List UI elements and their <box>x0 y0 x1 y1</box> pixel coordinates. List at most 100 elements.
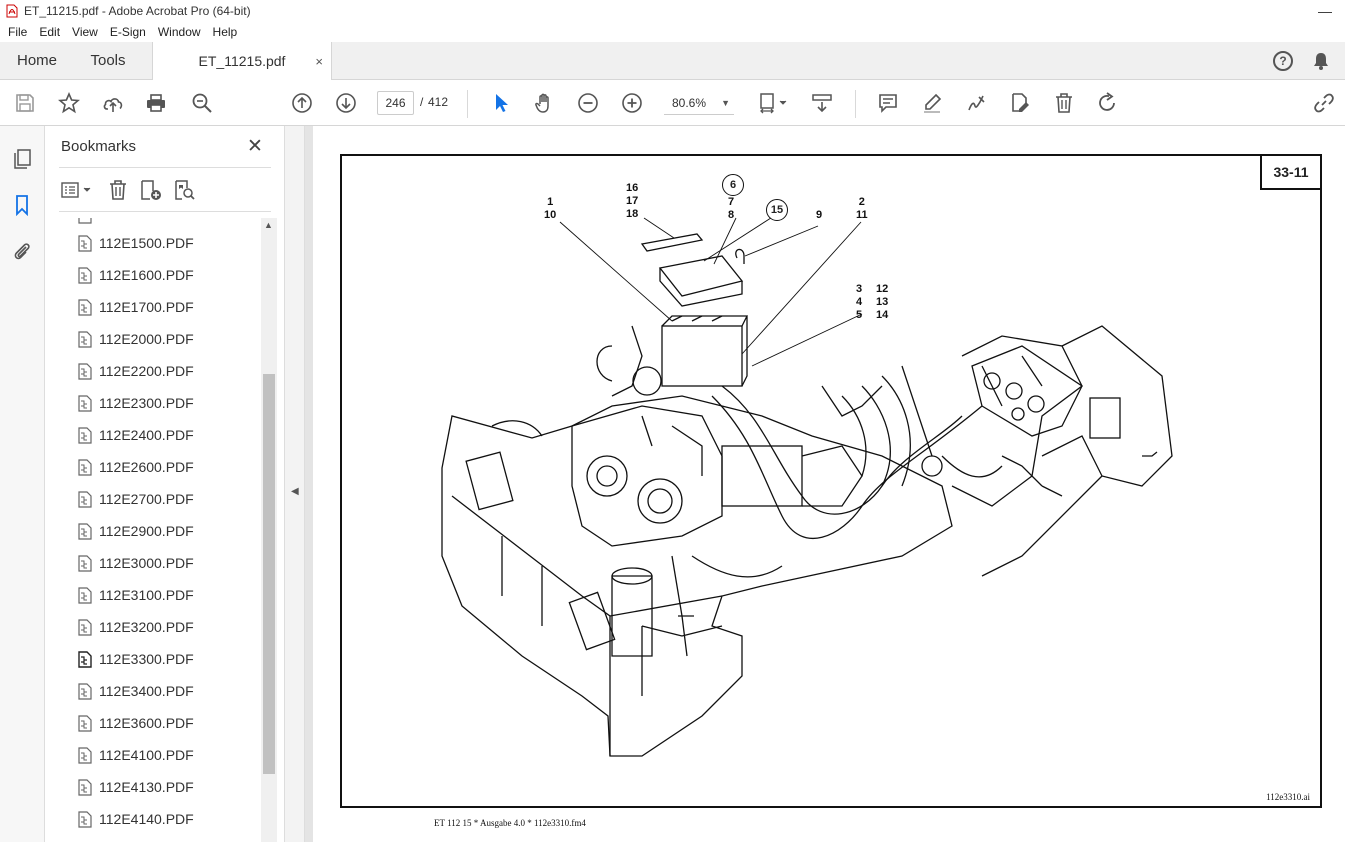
select-cursor-icon[interactable] <box>489 91 513 115</box>
menu-esign[interactable]: E-Sign <box>109 25 146 39</box>
menu-view[interactable]: View <box>72 25 98 39</box>
bookmark-item[interactable]: 112E1700.PDF <box>77 296 194 318</box>
bookmark-page-icon <box>78 362 92 380</box>
bookmark-item[interactable]: 112E3000.PDF <box>77 552 194 574</box>
scroll-up-icon[interactable]: ▲ <box>264 220 273 230</box>
menu-edit[interactable]: Edit <box>39 25 61 39</box>
callout-number: 16 <box>626 182 639 194</box>
print-icon[interactable] <box>144 91 168 115</box>
bookmark-scrollbar[interactable]: ▲ <box>261 218 277 842</box>
scrollbar-thumb[interactable] <box>263 374 275 774</box>
zoom-level-select[interactable]: 80.6% ▼ <box>664 91 734 115</box>
close-tab-icon[interactable]: × <box>315 54 323 69</box>
bookmark-item[interactable]: 112E4140.PDF <box>77 808 194 830</box>
draw-sign-icon[interactable] <box>964 91 988 115</box>
bookmark-item[interactable]: 112E2300.PDF <box>77 392 194 414</box>
bookmark-item[interactable]: 112E3100.PDF <box>77 584 194 606</box>
zoom-level-value: 80.6% <box>672 96 707 110</box>
bookmark-item[interactable]: 112E1500.PDF <box>77 232 194 254</box>
bookmark-item[interactable]: 112E3200.PDF <box>77 616 194 638</box>
page-fit-icon[interactable] <box>756 91 792 115</box>
bookmark-label: 112E2300.PDF <box>99 395 194 411</box>
callout-number: 1 <box>547 196 554 208</box>
notification-bell-icon[interactable] <box>1311 51 1331 71</box>
collapse-left-icon[interactable]: ◀ <box>291 486 299 497</box>
attachments-paperclip-icon[interactable] <box>11 240 33 262</box>
bookmark-star-icon[interactable] <box>57 91 81 115</box>
edit-pdf-icon[interactable] <box>1008 91 1032 115</box>
highlight-pen-icon[interactable] <box>920 91 944 115</box>
bookmark-label: 112E3000.PDF <box>99 555 194 571</box>
minimize-button[interactable]: — <box>1318 3 1332 19</box>
bookmark-label: 112E2200.PDF <box>99 363 194 379</box>
bookmark-item[interactable]: 112E2000.PDF <box>77 328 194 350</box>
bookmarks-panel-icon[interactable] <box>11 194 33 216</box>
bookmark-page-icon <box>78 810 92 828</box>
zoom-out-icon[interactable] <box>576 91 600 115</box>
tab-bar: Home Tools ET_11215.pdf × ? <box>0 42 1345 80</box>
bookmarks-toolbar <box>59 176 197 204</box>
panel-collapse-strip[interactable]: ◀ <box>285 126 305 842</box>
bookmark-item[interactable]: 112E2400.PDF <box>77 424 194 446</box>
bookmark-item[interactable]: 112E2700.PDF <box>77 488 194 510</box>
bookmark-page-icon <box>78 298 92 316</box>
delete-bookmark-icon[interactable] <box>107 179 129 201</box>
menu-file[interactable]: File <box>8 25 28 39</box>
callout-circle-15: 15 <box>766 199 788 221</box>
menu-help[interactable]: Help <box>212 25 238 39</box>
bookmark-item-current[interactable]: 112E3300.PDF <box>77 648 194 670</box>
next-page-icon[interactable] <box>334 91 358 115</box>
bookmark-item[interactable]: 112E3400.PDF <box>77 680 194 702</box>
callout-number: 10 <box>544 209 557 221</box>
bookmark-page-icon <box>78 458 92 476</box>
document-viewer[interactable]: 33-11 <box>305 126 1345 842</box>
delete-trash-icon[interactable] <box>1052 91 1076 115</box>
bookmark-label: 112E3600.PDF <box>99 715 194 731</box>
rotate-redo-icon[interactable] <box>1096 91 1120 115</box>
bookmark-item-partial <box>77 218 93 226</box>
bookmark-item[interactable]: 112E4130.PDF <box>77 776 194 798</box>
tab-home[interactable]: Home <box>16 52 57 69</box>
bookmark-label: 112E2000.PDF <box>99 331 194 347</box>
scroll-mode-icon[interactable] <box>810 91 834 115</box>
callout-number: 11 <box>856 209 868 221</box>
zoom-search-icon[interactable] <box>190 91 214 115</box>
bookmark-item[interactable]: 112E2600.PDF <box>77 456 194 478</box>
bookmark-page-icon <box>78 746 92 764</box>
bookmark-item[interactable]: 112E1600.PDF <box>77 264 194 286</box>
acrobat-app-icon <box>6 4 18 18</box>
zoom-in-icon[interactable] <box>620 91 644 115</box>
bookmark-page-icon <box>78 394 92 412</box>
bookmark-page-icon <box>78 778 92 796</box>
close-panel-icon[interactable]: ✕ <box>247 136 263 157</box>
page-number-input[interactable]: 246 <box>377 91 414 115</box>
find-bookmark-icon[interactable] <box>173 179 197 201</box>
hand-tool-icon[interactable] <box>532 91 556 115</box>
menu-window[interactable]: Window <box>157 25 201 39</box>
tab-document[interactable]: ET_11215.pdf × <box>152 42 332 80</box>
share-link-icon[interactable] <box>1312 91 1336 115</box>
add-bookmark-icon[interactable] <box>139 179 163 201</box>
comment-icon[interactable] <box>876 91 900 115</box>
callout-number: 8 <box>728 209 735 221</box>
drawing-frame: 33-11 <box>340 154 1322 808</box>
bookmark-label: 112E4140.PDF <box>99 811 194 827</box>
bookmark-page-icon <box>78 586 92 604</box>
title-bar: ET_11215.pdf - Adobe Acrobat Pro (64-bit… <box>0 0 1345 22</box>
tab-tools[interactable]: Tools <box>90 52 126 69</box>
page-thumbnails-icon[interactable] <box>11 148 33 170</box>
bookmark-options-icon[interactable] <box>59 179 97 201</box>
bookmark-item[interactable]: 112E2200.PDF <box>77 360 194 382</box>
previous-page-icon[interactable] <box>290 91 314 115</box>
bookmark-item[interactable]: 112E2900.PDF <box>77 520 194 542</box>
bookmark-item[interactable]: 112E4100.PDF <box>77 744 194 766</box>
help-icon[interactable]: ? <box>1273 50 1293 71</box>
figure-id: 112e3310.ai <box>1266 792 1310 802</box>
upload-cloud-icon[interactable] <box>101 91 125 115</box>
bookmark-item[interactable]: 112E3600.PDF <box>77 712 194 734</box>
save-icon[interactable] <box>13 91 37 115</box>
